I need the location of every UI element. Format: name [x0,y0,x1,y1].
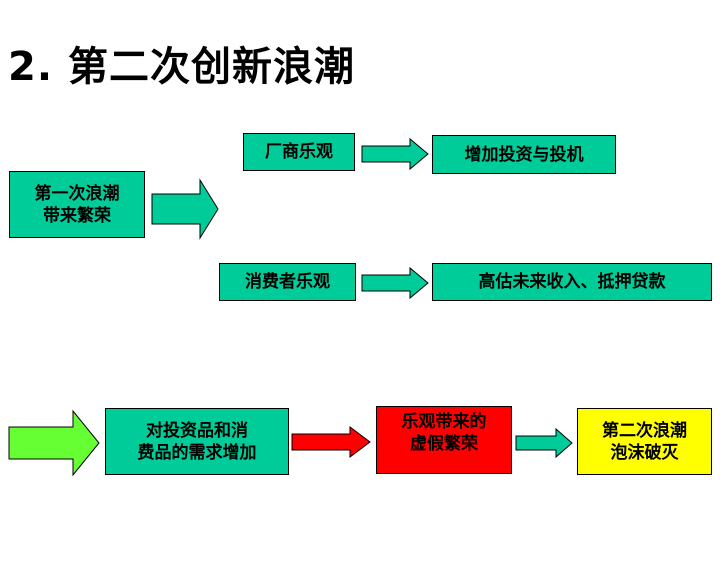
arrow-right-icon [291,426,371,458]
arrow-right-icon [361,137,429,171]
page-title: 2. 第二次创新浪潮 [8,44,355,90]
box-first-wave-prosperity: 第一次浪潮 带来繁荣 [9,171,145,238]
box-false-prosperity: 乐观带来的 虚假繁荣 [376,406,512,474]
box-consumer-optimism: 消费者乐观 [219,263,356,301]
arrow-big-right-icon [8,409,100,477]
box-overestimate-income: 高估未来收入、抵押贷款 [432,263,712,301]
box-vendor-optimism: 厂商乐观 [243,133,355,171]
arrow-right-icon [515,427,573,459]
box-bubble-burst: 第二次浪潮 泡沫破灭 [577,408,712,475]
box-increase-investment: 增加投资与投机 [432,135,616,174]
arrow-right-icon [361,266,429,300]
box-demand-increase: 对投资品和消 费品的需求增加 [105,408,289,475]
arrow-big-right-icon [151,178,219,240]
